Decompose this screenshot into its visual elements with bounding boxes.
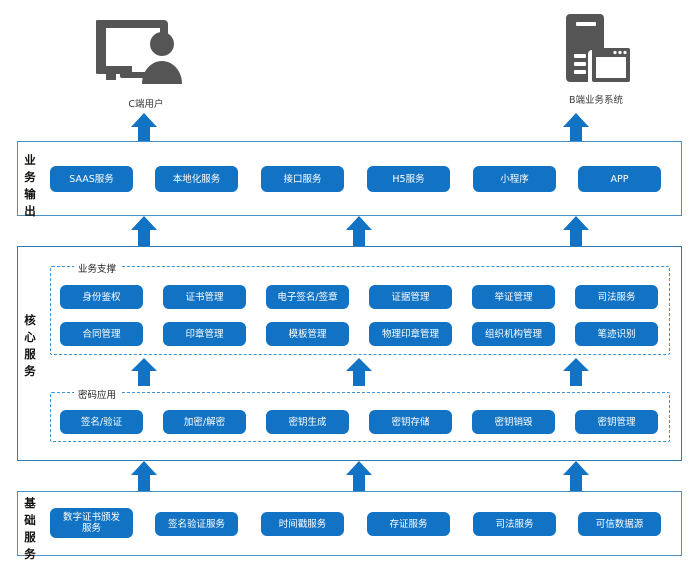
side-label-char: 核 <box>24 313 36 327</box>
desktop-user-icon <box>94 14 196 94</box>
core-pill-judicial-service[interactable]: 司法服务 <box>575 285 658 309</box>
side-label-char: 务 <box>24 364 36 378</box>
layer-label-business-output: 业 务 输 出 <box>19 152 41 220</box>
layer-label-core-services: 核 心 服 务 <box>19 312 41 380</box>
base-pill-trusted-data-source[interactable]: 可信数据源 <box>578 512 661 536</box>
arrow-crypto-support-2 <box>346 358 372 386</box>
core-pill-seal-management[interactable]: 印章管理 <box>163 322 246 346</box>
arrow-core-output-2 <box>346 216 372 246</box>
server-window-icon <box>546 10 646 90</box>
group-title-business-support: 业务支撑 <box>74 261 121 275</box>
arrow-crypto-support-1 <box>131 358 157 386</box>
service-pill-localization[interactable]: 本地化服务 <box>155 166 238 192</box>
service-pill-saas[interactable]: SAAS服务 <box>50 166 133 192</box>
side-label-char: 础 <box>24 513 36 527</box>
core-pill-cert-management[interactable]: 证书管理 <box>163 285 246 309</box>
service-pill-h5[interactable]: H5服务 <box>367 166 450 192</box>
side-label-char: 心 <box>24 330 36 344</box>
arrow-core-output-3 <box>563 216 589 246</box>
arrow-core-output-1 <box>131 216 157 246</box>
actor-label-b-end-system: B端业务系统 <box>568 95 624 106</box>
base-pill-signature-verification[interactable]: 签名验证服务 <box>155 512 238 536</box>
side-label-char: 输 <box>24 187 36 201</box>
group-business-support <box>50 266 670 355</box>
core-pill-evidence-management[interactable]: 证据管理 <box>369 285 452 309</box>
service-pill-miniprogram[interactable]: 小程序 <box>473 166 556 192</box>
core-pill-identity-auth[interactable]: 身份鉴权 <box>60 285 143 309</box>
base-pill-evidence-storage[interactable]: 存证服务 <box>367 512 450 536</box>
core-pill-physical-seal-management[interactable]: 物理印章管理 <box>369 322 452 346</box>
group-crypto-application <box>50 392 670 442</box>
arrow-to-b-system <box>563 113 589 143</box>
side-label-char: 务 <box>24 547 36 561</box>
service-pill-app[interactable]: APP <box>578 166 661 192</box>
core-pill-org-management[interactable]: 组织机构管理 <box>472 322 555 346</box>
side-label-char: 务 <box>24 170 36 184</box>
actor-label-c-end-user: C端用户 <box>128 99 164 110</box>
group-title-crypto-application: 密码应用 <box>74 387 121 401</box>
actor-c-end-user: C端用户 <box>94 14 196 110</box>
arrow-crypto-support-3 <box>563 358 589 386</box>
crypto-pill-key-generation[interactable]: 密钥生成 <box>266 410 349 434</box>
core-pill-template-management[interactable]: 模板管理 <box>266 322 349 346</box>
side-label-char: 业 <box>24 153 36 167</box>
arrow-base-core-2 <box>346 461 372 491</box>
crypto-pill-key-storage[interactable]: 密钥存储 <box>369 410 452 434</box>
side-label-char: 出 <box>24 204 36 218</box>
arrow-to-c-user <box>131 113 157 143</box>
base-pill-judicial-service[interactable]: 司法服务 <box>473 512 556 536</box>
core-pill-handwriting-recognition[interactable]: 笔迹识别 <box>575 322 658 346</box>
base-pill-digital-cert-issuance[interactable]: 数字证书颁发 服务 <box>50 508 133 538</box>
actor-b-end-system: B端业务系统 <box>546 10 646 106</box>
side-label-char: 服 <box>24 347 36 361</box>
crypto-pill-sign-verify[interactable]: 签名/验证 <box>60 410 143 434</box>
arrow-base-core-3 <box>563 461 589 491</box>
side-label-char: 服 <box>24 530 36 544</box>
core-pill-proof-management[interactable]: 举证管理 <box>472 285 555 309</box>
base-pill-timestamp-service[interactable]: 时间戳服务 <box>261 512 344 536</box>
layer-label-infrastructure-services: 基 础 服 务 <box>19 495 41 563</box>
crypto-pill-encrypt-decrypt[interactable]: 加密/解密 <box>163 410 246 434</box>
crypto-pill-key-destruction[interactable]: 密钥销毁 <box>472 410 555 434</box>
service-pill-api[interactable]: 接口服务 <box>261 166 344 192</box>
crypto-pill-key-management[interactable]: 密钥管理 <box>575 410 658 434</box>
core-pill-contract-management[interactable]: 合同管理 <box>60 322 143 346</box>
arrow-base-core-1 <box>131 461 157 491</box>
side-label-char: 基 <box>24 496 36 510</box>
core-pill-esign-seal[interactable]: 电子签名/签章 <box>266 285 349 309</box>
